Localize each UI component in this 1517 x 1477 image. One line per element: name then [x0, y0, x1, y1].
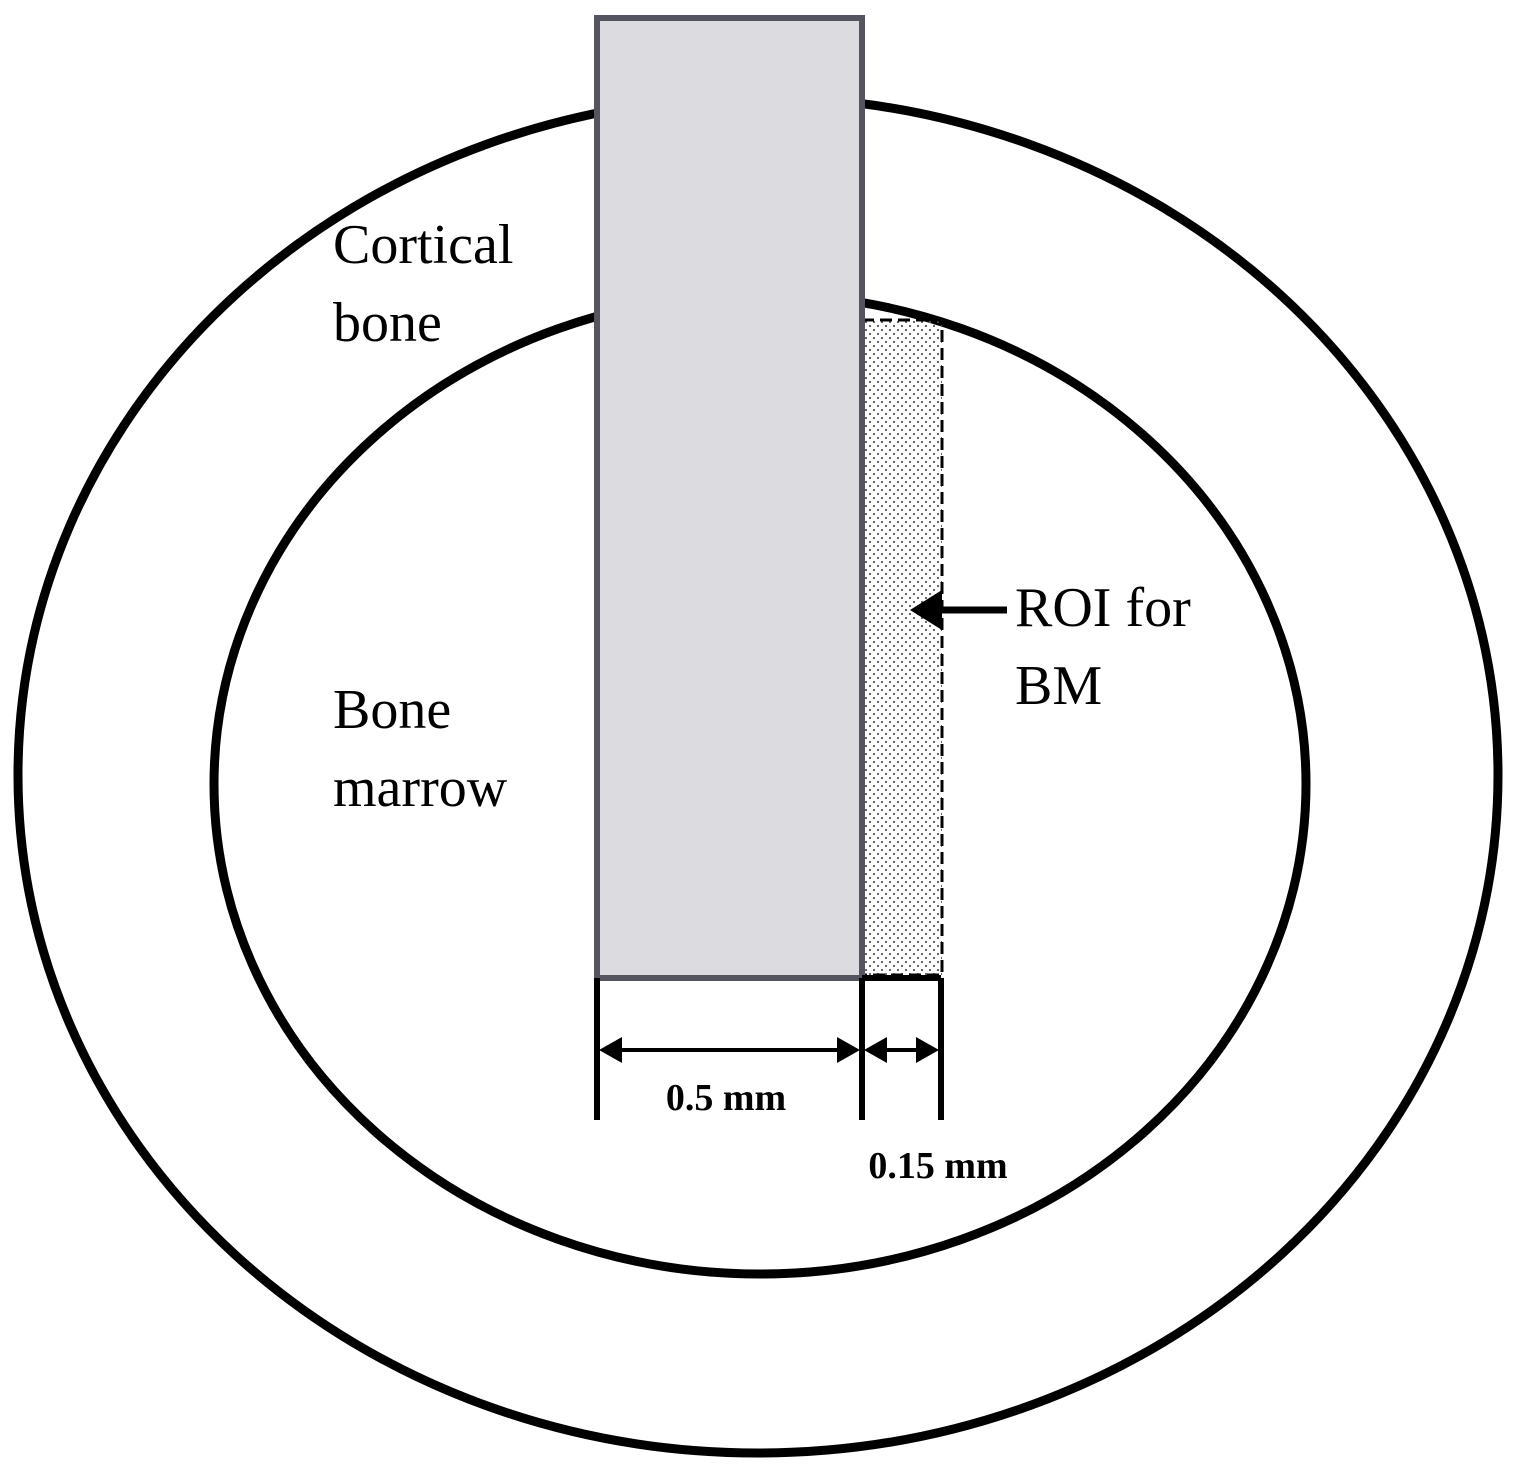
bone-marrow-label-line1: Bone	[333, 679, 451, 741]
arrowhead-left-roi	[864, 1037, 887, 1063]
cortical-bone-label-line2: bone	[333, 292, 442, 354]
dimension-arrowheads	[599, 1037, 939, 1063]
arrowhead-left-implant	[599, 1037, 622, 1063]
implant-width-label: 0.5 mm	[666, 1077, 786, 1119]
roi-width-label: 0.15 mm	[868, 1145, 1007, 1187]
bone-marrow-label-line2: marrow	[333, 757, 508, 819]
arrowhead-right-roi	[916, 1037, 939, 1063]
roi-label-line2: BM	[1015, 655, 1102, 717]
roi-label-line1: ROI for	[1015, 577, 1191, 639]
implant-rect	[594, 15, 865, 981]
cortical-bone-label-line1: Cortical	[333, 214, 513, 276]
roi-pointer-arrow	[910, 590, 1007, 630]
arrowhead-right-implant	[837, 1037, 860, 1063]
roi-region	[860, 318, 944, 977]
